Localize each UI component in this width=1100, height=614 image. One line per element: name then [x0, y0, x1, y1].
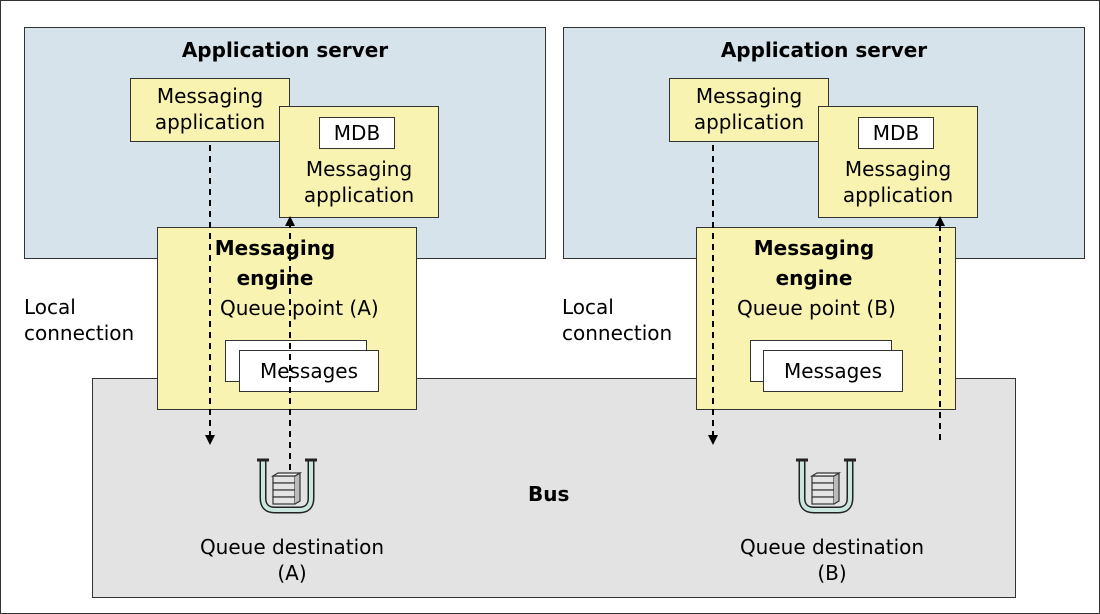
- engine-a-title-line1: Messaging: [214, 236, 336, 260]
- queue-destination-b-line2: (B): [817, 561, 847, 585]
- queue-icon-a: [257, 460, 317, 510]
- local-connection-a-line1: Local: [24, 295, 76, 319]
- messaging-app-receiver-b: [818, 106, 978, 218]
- bus-area: [92, 378, 1016, 598]
- messages-box-a: [239, 350, 379, 392]
- sender-app-a-line2: application: [154, 110, 266, 134]
- queue-point-a: Queue point (A): [220, 296, 379, 320]
- messaging-app-sender-a: [130, 78, 290, 142]
- local-connection-a-line2: connection: [24, 321, 135, 345]
- application-server-a-title: Application server: [181, 38, 389, 62]
- queue-point-b: Queue point (B): [737, 296, 896, 320]
- bus-label: Bus: [528, 482, 570, 506]
- receiver-app-a-line2: application: [303, 183, 415, 207]
- queue-destination-a-line1: Queue destination: [199, 535, 385, 559]
- receiver-app-a-line1: Messaging: [305, 157, 413, 181]
- local-connection-b-line1: Local: [562, 295, 614, 319]
- messages-label-a: Messages: [259, 359, 359, 383]
- sender-app-b-line1: Messaging: [695, 84, 803, 108]
- messages-label-b: Messages: [783, 359, 883, 383]
- queue-destination-b-line1: Queue destination: [739, 535, 925, 559]
- messages-box-b: [763, 350, 903, 392]
- engine-a-title-line2: engine: [236, 266, 314, 290]
- mdb-box-a: [319, 117, 395, 149]
- engine-b-title-line1: Messaging: [753, 236, 875, 260]
- receiver-app-b-line1: Messaging: [844, 157, 952, 181]
- engine-b-title-line2: engine: [775, 266, 853, 290]
- local-connection-b-line2: connection: [562, 321, 673, 345]
- sender-app-a-line1: Messaging: [156, 84, 264, 108]
- queue-icon-b: [796, 460, 856, 510]
- mdb-box-b: [858, 117, 934, 149]
- application-server-b-title: Application server: [720, 38, 928, 62]
- mdb-label-a: MDB: [333, 121, 381, 145]
- mdb-label-b: MDB: [872, 121, 920, 145]
- queue-destination-a-line2: (A): [277, 561, 307, 585]
- receiver-app-b-line2: application: [842, 183, 954, 207]
- sender-app-b-line2: application: [693, 110, 805, 134]
